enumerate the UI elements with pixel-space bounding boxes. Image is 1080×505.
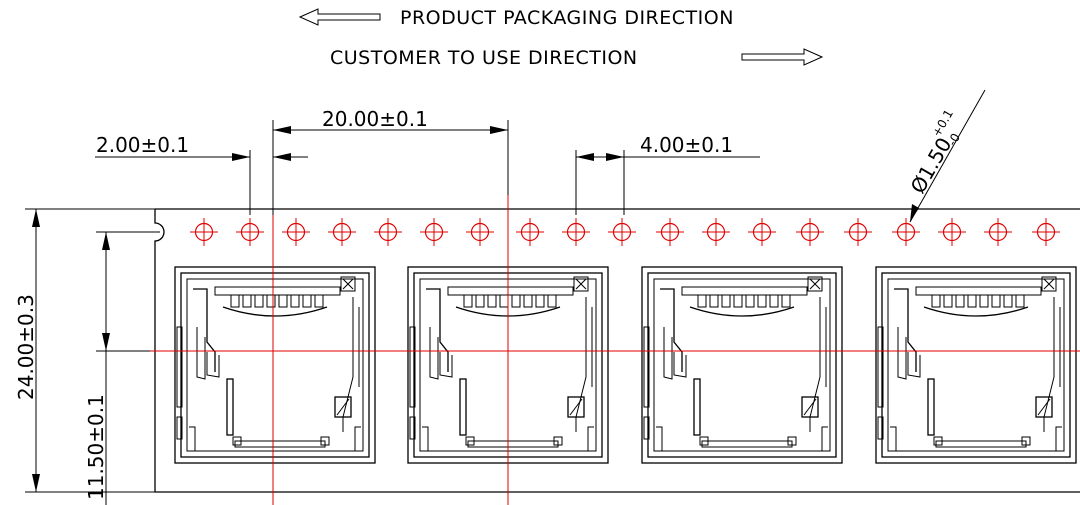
center-offset-dimension [96,231,160,505]
pocket-4 [875,266,1077,464]
tape-outline [154,208,1080,493]
pitch-pocket-label: 20.00±0.1 [322,107,428,131]
pitch-sprocket-label: 4.00±0.1 [640,133,733,157]
pitch-pocket-dimension [272,120,509,195]
packaging-direction-arrow-icon [298,8,381,26]
pitch-hole-label: 2.00±0.1 [96,133,189,157]
centerlines [148,190,1080,505]
tape-width-dimension [25,208,155,493]
pocket-1 [174,266,376,464]
hole-diameter-text: Ø1.50 +0.1 -0 [906,107,964,197]
tape-width-label: 24.00±0.3 [14,294,38,400]
pocket-3 [641,266,843,464]
pitch-sprocket-dimension [575,150,760,215]
customer-direction-label: CUSTOMER TO USE DIRECTION [330,47,638,69]
center-offset-label: 11.50±0.1 [84,394,108,500]
sprocket-holes [189,217,1061,247]
hole-diameter-leader [909,89,986,223]
customer-direction-arrow-icon [741,48,824,66]
pitch-hole-dimension [95,150,308,215]
packaging-direction-label: PRODUCT PACKAGING DIRECTION [400,7,734,29]
